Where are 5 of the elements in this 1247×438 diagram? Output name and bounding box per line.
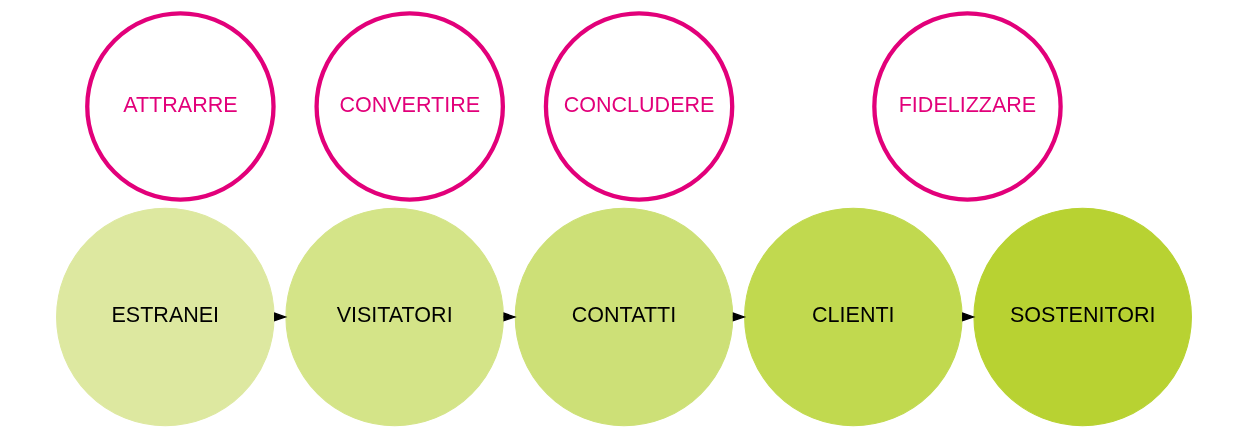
node-circle: FIDELIZZARE bbox=[871, 10, 1063, 202]
node-circle: CONVERTIRE bbox=[313, 10, 505, 202]
node-circle: SOSTENITORI bbox=[972, 207, 1192, 426]
node-circle: ATTRARRE bbox=[84, 10, 276, 202]
node-circle: CONCLUDERE bbox=[543, 10, 734, 202]
